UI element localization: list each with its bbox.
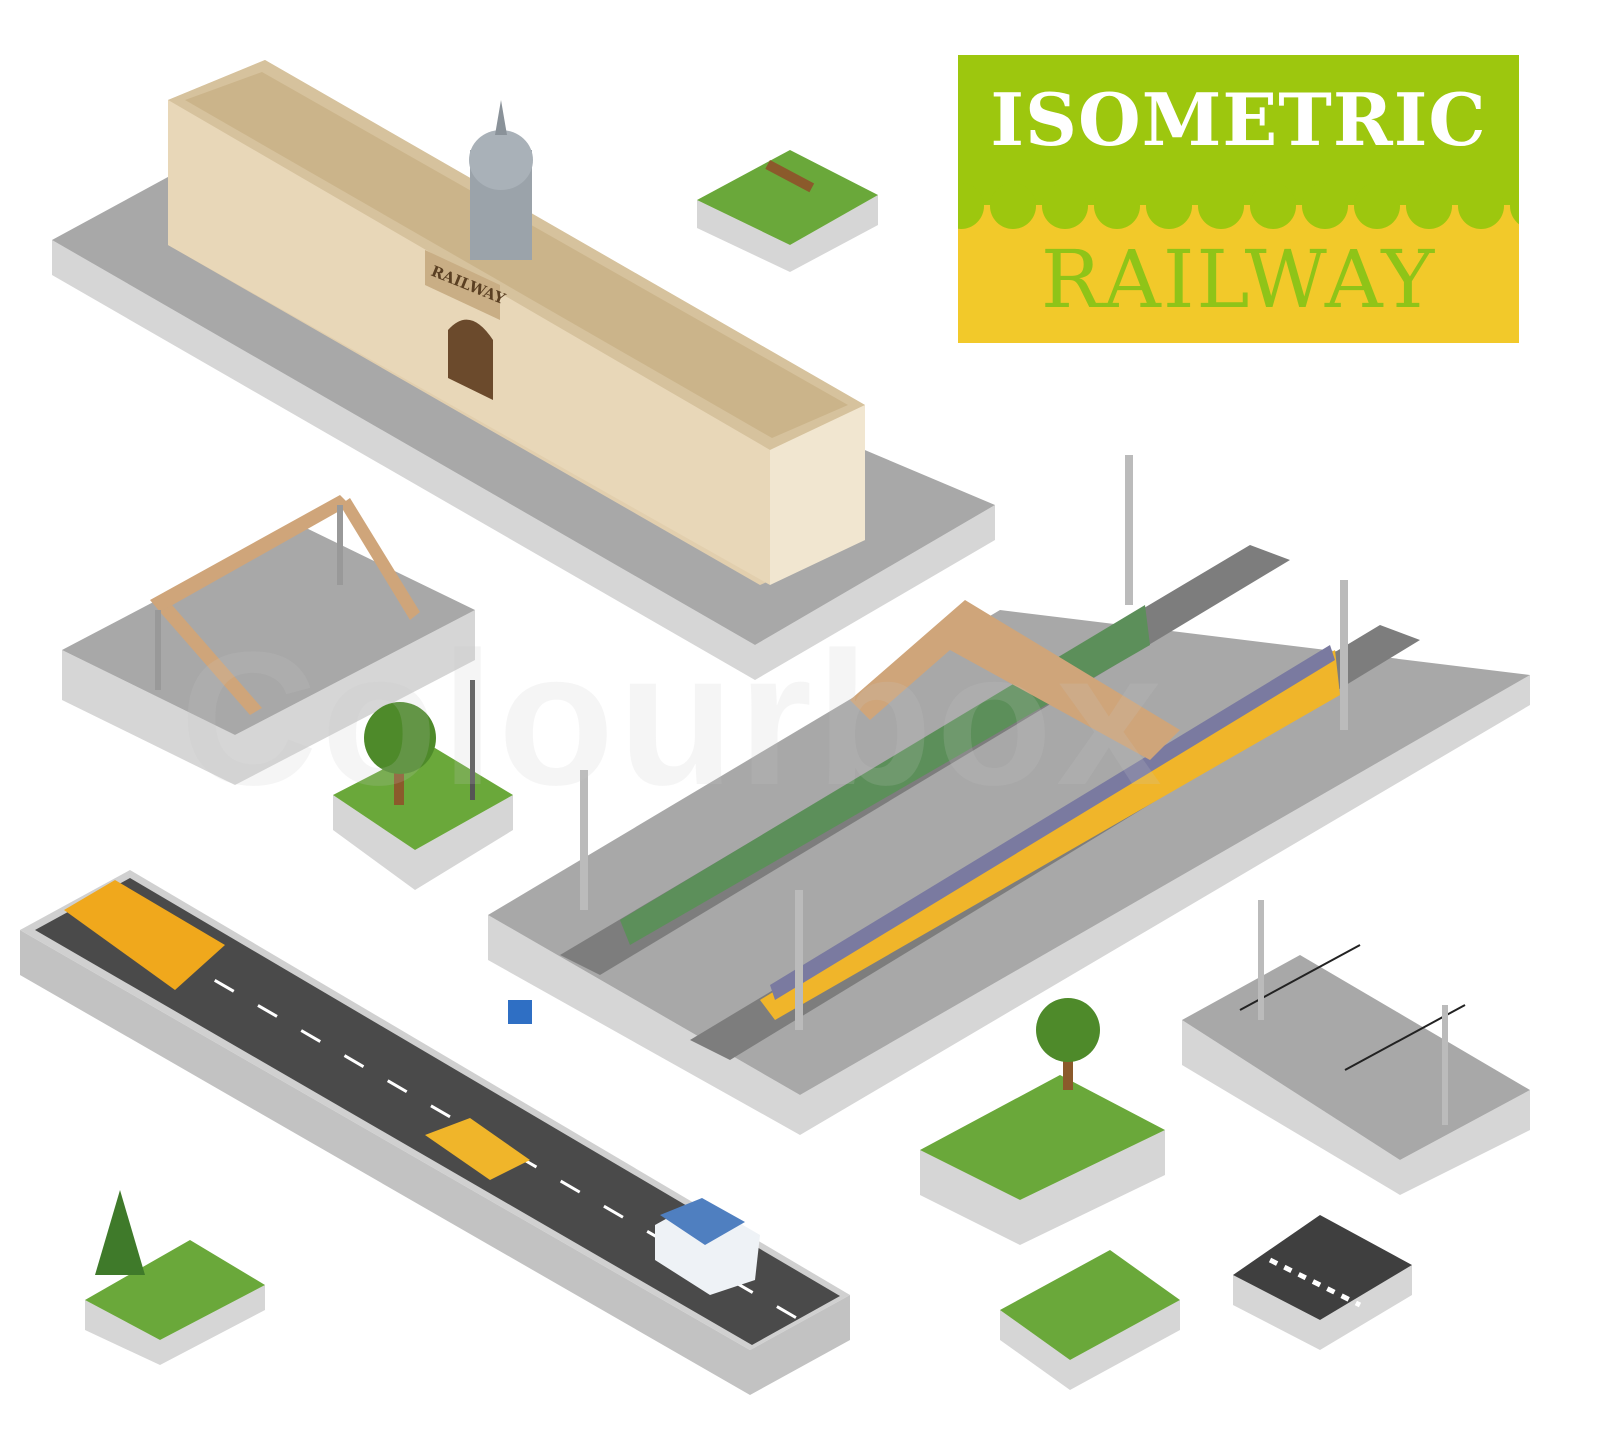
catenary-mast — [1340, 580, 1348, 730]
catenary-mast — [1125, 455, 1133, 605]
footbridge-tile — [62, 495, 475, 785]
railway-station-tile — [488, 455, 1530, 1135]
taxi-car — [425, 1118, 530, 1180]
steam-train — [620, 605, 1150, 945]
crosswalk-sign — [508, 1000, 532, 1024]
bench-tile — [697, 150, 878, 272]
tree-tile — [333, 680, 513, 890]
bench-tree-tile — [85, 1190, 265, 1365]
crosswalk-tile — [1233, 1215, 1412, 1350]
catenary-mast — [580, 770, 588, 910]
station-building: RAILWAY — [168, 60, 865, 585]
title-line-1: ISOMETRIC — [990, 77, 1487, 162]
people-tile — [1000, 1250, 1180, 1390]
catenary-tile — [1182, 900, 1530, 1195]
catenary-mast — [795, 890, 803, 1030]
title-banner: ISOMETRIC RAILWAY — [958, 55, 1519, 343]
platform-footbridge — [850, 600, 1180, 760]
road-tile — [20, 870, 850, 1395]
park-tile — [920, 998, 1165, 1245]
title-line-2: RAILWAY — [1040, 233, 1437, 326]
school-bus — [64, 880, 225, 990]
